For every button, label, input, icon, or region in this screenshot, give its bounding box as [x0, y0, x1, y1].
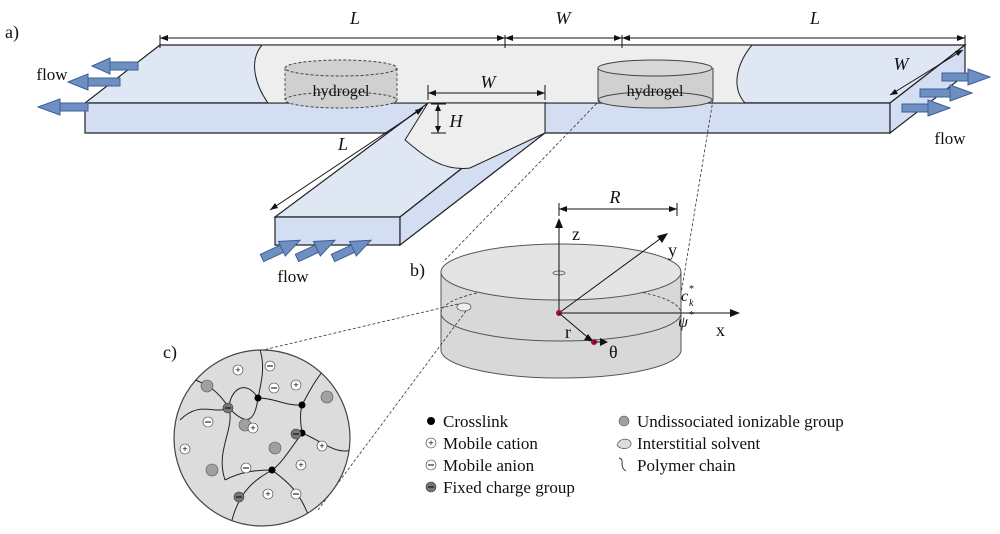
- ck-star-label: c k *: [681, 284, 694, 309]
- panel-a: hydrogel hydrogel L W L: [5, 8, 992, 286]
- svg-text:+: +: [293, 380, 298, 390]
- legend-mobile-anion: Mobile anion: [425, 456, 535, 475]
- legend-undissociated: Undissociated ionizable group: [618, 412, 844, 431]
- svg-text:+: +: [250, 423, 255, 433]
- dim-L-branch: L: [337, 134, 348, 154]
- panel-c-label: c): [163, 342, 177, 363]
- legend-interstitial-label: Interstitial solvent: [637, 434, 761, 453]
- axis-y-label: y: [668, 240, 677, 260]
- legend: Crosslink + Mobile cation Mobile anion F…: [425, 412, 844, 497]
- legend-fixed-charge: Fixed charge group: [425, 478, 575, 497]
- psi-star-label: ψ *: [678, 310, 694, 331]
- flow-arrows-left: flow: [36, 57, 139, 116]
- branch-L-dimension: L: [269, 107, 424, 211]
- right-W-dimension: W: [889, 49, 964, 96]
- flow-arrows-right: flow: [901, 68, 992, 148]
- svg-text:+: +: [428, 438, 433, 448]
- dim-L-top-left: L: [349, 8, 360, 28]
- flow-label-left: flow: [36, 65, 68, 84]
- dim-W-branch: W: [481, 72, 498, 92]
- mobile-anions: [202, 360, 302, 500]
- flow-label-bottom: flow: [277, 267, 309, 286]
- dim-H: H: [449, 111, 464, 131]
- top-dimensions: L W L: [159, 8, 966, 48]
- dim-W-right: W: [894, 54, 911, 74]
- dim-L-top-right: L: [809, 8, 820, 28]
- svg-text:+: +: [182, 444, 187, 454]
- svg-text:+: +: [235, 365, 240, 375]
- psi-base: ψ: [678, 314, 689, 331]
- svg-text:+: +: [319, 441, 324, 451]
- legend-cation-label: Mobile cation: [443, 434, 538, 453]
- svg-text:+: +: [265, 489, 270, 499]
- axis-z-label: z: [572, 224, 580, 244]
- legend-mobile-cation: + Mobile cation: [425, 434, 538, 453]
- r-label: r: [565, 322, 571, 342]
- panel-b: R z y x r θ c k * ψ * b): [410, 187, 740, 379]
- legend-interstitial: Interstitial solvent: [616, 434, 761, 453]
- ck-sub: k: [689, 298, 694, 309]
- hydrogel-right-label: hydrogel: [627, 83, 684, 100]
- legend-crosslink-label: Crosslink: [443, 412, 509, 431]
- legend-polymer-chain: Polymer chain: [618, 456, 736, 475]
- fixed-charges: [222, 402, 302, 503]
- ck-base: c: [681, 288, 688, 305]
- legend-undissociated-label: Undissociated ionizable group: [637, 412, 844, 431]
- legend-anion-label: Mobile anion: [443, 456, 535, 475]
- flow-arrows-bottom: flow: [259, 239, 373, 286]
- mobile-cations: + + + + + + +: [179, 364, 328, 500]
- panel-a-label: a): [5, 22, 19, 43]
- legend-crosslink: Crosslink: [427, 412, 509, 431]
- H-dimension: H: [431, 103, 464, 134]
- flow-label-right: flow: [934, 129, 966, 148]
- legend-polymer-label: Polymer chain: [637, 456, 736, 475]
- zoom-lines-a-to-b: [442, 99, 714, 301]
- axis-x-label: x: [716, 320, 725, 340]
- hydrogel-left: hydrogel: [284, 59, 398, 109]
- hydrogel-left-label: hydrogel: [313, 83, 370, 100]
- psi-sup: *: [689, 310, 694, 321]
- zoom-lines-b-to-c: [262, 303, 467, 511]
- branch-channel-interior: [404, 102, 546, 169]
- hydrogel-right: hydrogel: [597, 59, 714, 109]
- panel-b-label: b): [410, 260, 425, 281]
- ck-sup: *: [689, 284, 694, 295]
- panel-c: + + + + + + + c): [163, 342, 351, 527]
- theta-label: θ: [609, 342, 618, 362]
- legend-fixed-label: Fixed charge group: [443, 478, 575, 497]
- branch-W-dimension: W: [427, 72, 546, 100]
- dim-R: R: [609, 187, 621, 207]
- svg-text:+: +: [298, 460, 303, 470]
- dim-W-top-middle: W: [556, 8, 573, 28]
